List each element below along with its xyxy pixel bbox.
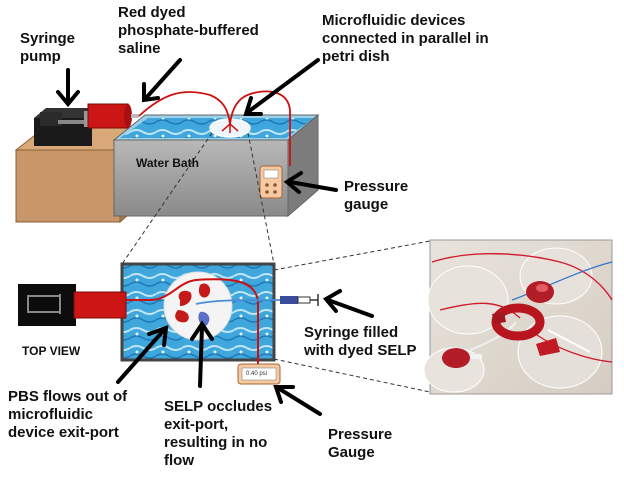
label-line: microfluidic [8, 406, 94, 423]
arrow-selp-occludes [190, 320, 214, 388]
label-line: flow [164, 452, 194, 469]
syringe-pump-icon [14, 108, 150, 224]
arrow-microfluidic [243, 58, 320, 116]
label-line: device exit-port [8, 424, 119, 441]
label-line: Syringe [20, 30, 76, 47]
top-view-pump-icon [18, 284, 127, 326]
label-syringe-pump: Syringe pump [20, 30, 75, 66]
label-line: pump [20, 48, 61, 65]
arrow-pressure-top [283, 171, 338, 194]
arrow-pbs [142, 58, 182, 103]
label-line: saline [118, 40, 161, 57]
label-line: SELP occludes [164, 398, 273, 415]
pointer-arrows [56, 58, 374, 416]
label-syringe-selp: Syringe filled with dyed SELP [304, 324, 417, 360]
gauge-readout: 0.40 psi [246, 371, 268, 377]
label-line: resulting in no [164, 434, 268, 451]
label-red-dyed-pbs: Red dyed phosphate-buffered saline [118, 4, 259, 58]
label-line: connected in parallel in [322, 30, 489, 47]
label-line: with dyed SELP [304, 342, 417, 359]
label-line: Pressure [344, 178, 409, 195]
projection-lines [121, 132, 431, 393]
label-selp-occludes: SELP occludes exit-port, resulting in no… [164, 398, 272, 470]
label-pressure-gauge-top: Pressure gauge [344, 178, 408, 214]
label-line: gauge [344, 196, 389, 213]
label-line: Pressure [328, 426, 393, 443]
photo-inset [423, 239, 613, 395]
syringe-icon [87, 103, 139, 129]
arrow-selp-syringe [322, 289, 374, 318]
label-line: petri dish [322, 48, 390, 65]
label-water-bath: Water Bath [136, 156, 199, 170]
label-line: PBS flows out of [8, 388, 128, 405]
label-line: phosphate-buffered [118, 22, 259, 39]
selp-syringe-icon [280, 294, 319, 306]
label-line: Microfluidic devices [322, 12, 466, 29]
label-pressure-gauge-bottom: Pressure Gauge [328, 426, 392, 462]
label-line: Syringe filled [304, 324, 399, 341]
top-view-panel [120, 262, 302, 364]
label-pbs-flows: PBS flows out of microfluidic device exi… [8, 388, 127, 442]
label-line: exit-port, [164, 416, 229, 433]
arrow-pressure-bottom [273, 385, 322, 416]
petri-dish-icon [209, 118, 251, 138]
pressure-gauge-icon [259, 165, 283, 199]
arrow-syringe-pump [56, 68, 80, 108]
tubing-top [138, 90, 291, 166]
label-line: Gauge [328, 444, 375, 461]
label-line: Red dyed [118, 4, 186, 21]
label-microfluidic-parallel: Microfluidic devices connected in parall… [322, 12, 489, 66]
bottom-pressure-gauge-icon [237, 363, 281, 385]
arrow-pbs-flows [116, 325, 169, 384]
label-top-view: TOP VIEW [22, 344, 81, 358]
